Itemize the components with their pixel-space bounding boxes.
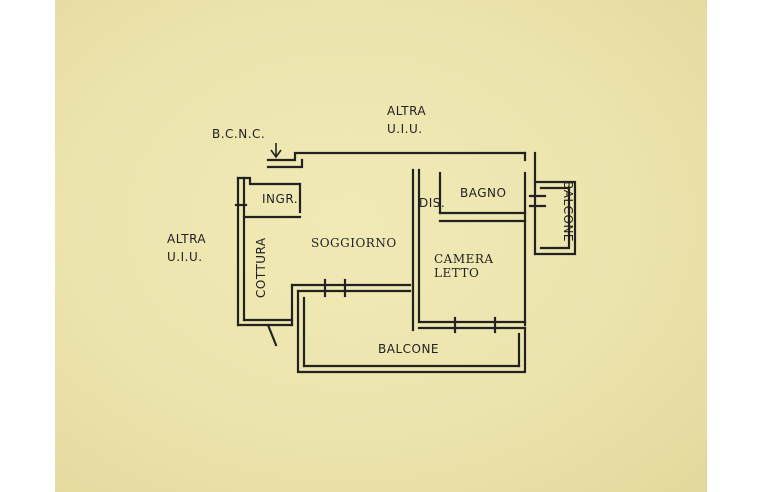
altra-uiu-top-line2: U.I.U. [387,122,423,136]
bcnc-label: B.C.N.C. [212,127,266,141]
paper-background [55,0,707,492]
entry-arrow-icon [270,143,282,159]
top-wall [266,151,527,162]
cottura-label: COTTURA [254,237,268,298]
soggiorno-label: SOGGIORNO [311,236,397,250]
bagno-label: BAGNO [460,186,507,200]
top-wall-inner [266,158,304,169]
ingr-label: INGR. [262,192,299,206]
altra-uiu-left-line1: ALTRA [167,232,207,246]
balcone-bottom-label: BALCONE [378,342,440,356]
balcone-bottom-outline [296,289,527,374]
balcone-right-label: BALCONE [561,181,575,243]
ingr-top-wall [236,176,302,186]
camera-letto-line2: LETTO [434,266,480,280]
balcone-right-outline [533,180,577,256]
dis-label: DIS. [419,196,446,210]
camera-letto-line1: CAMERA [434,252,494,266]
altra-uiu-left-line2: U.I.U. [167,250,203,264]
altra-uiu-top-line1: ALTRA [387,104,427,118]
